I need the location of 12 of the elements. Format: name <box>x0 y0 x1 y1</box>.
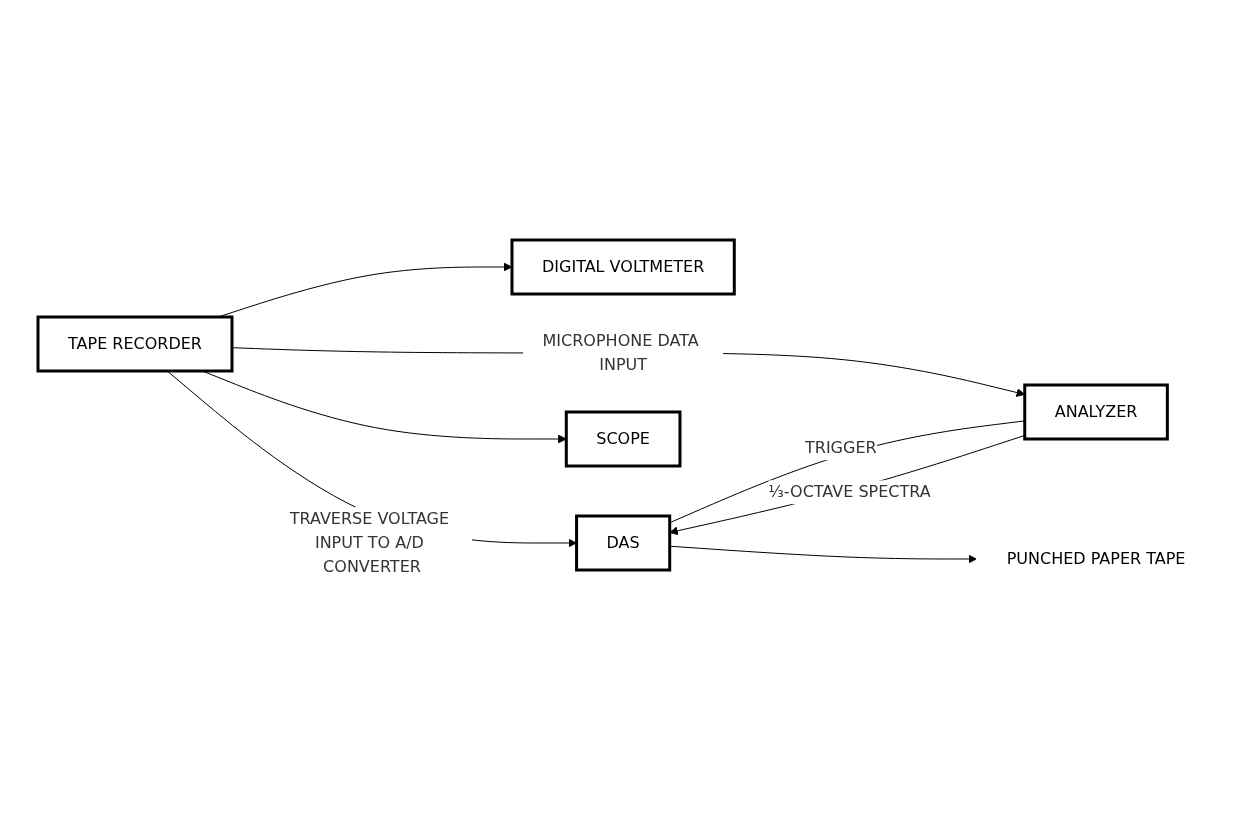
edge-label: TRAVERSE VOLTAGE INPUT TO A/D CONVERTER <box>289 508 449 576</box>
arrow <box>669 434 1025 535</box>
edge-label: ⅓-OCTAVE SPECTRA <box>768 481 931 501</box>
node-box: SCOPE <box>564 410 682 467</box>
edge-label: TRIGGER <box>804 437 877 457</box>
node-box: DAS <box>574 514 671 571</box>
node-box: DIGITAL VOLTMETER <box>510 238 736 295</box>
node-text: PUNCHED PAPER TAPE <box>1006 548 1186 568</box>
arrow <box>166 370 577 547</box>
edge-label: MICROPHONE DATA INPUT <box>542 330 699 374</box>
node-box: ANALYZER <box>1023 383 1169 440</box>
node-box: TAPE RECORDER <box>36 315 234 372</box>
